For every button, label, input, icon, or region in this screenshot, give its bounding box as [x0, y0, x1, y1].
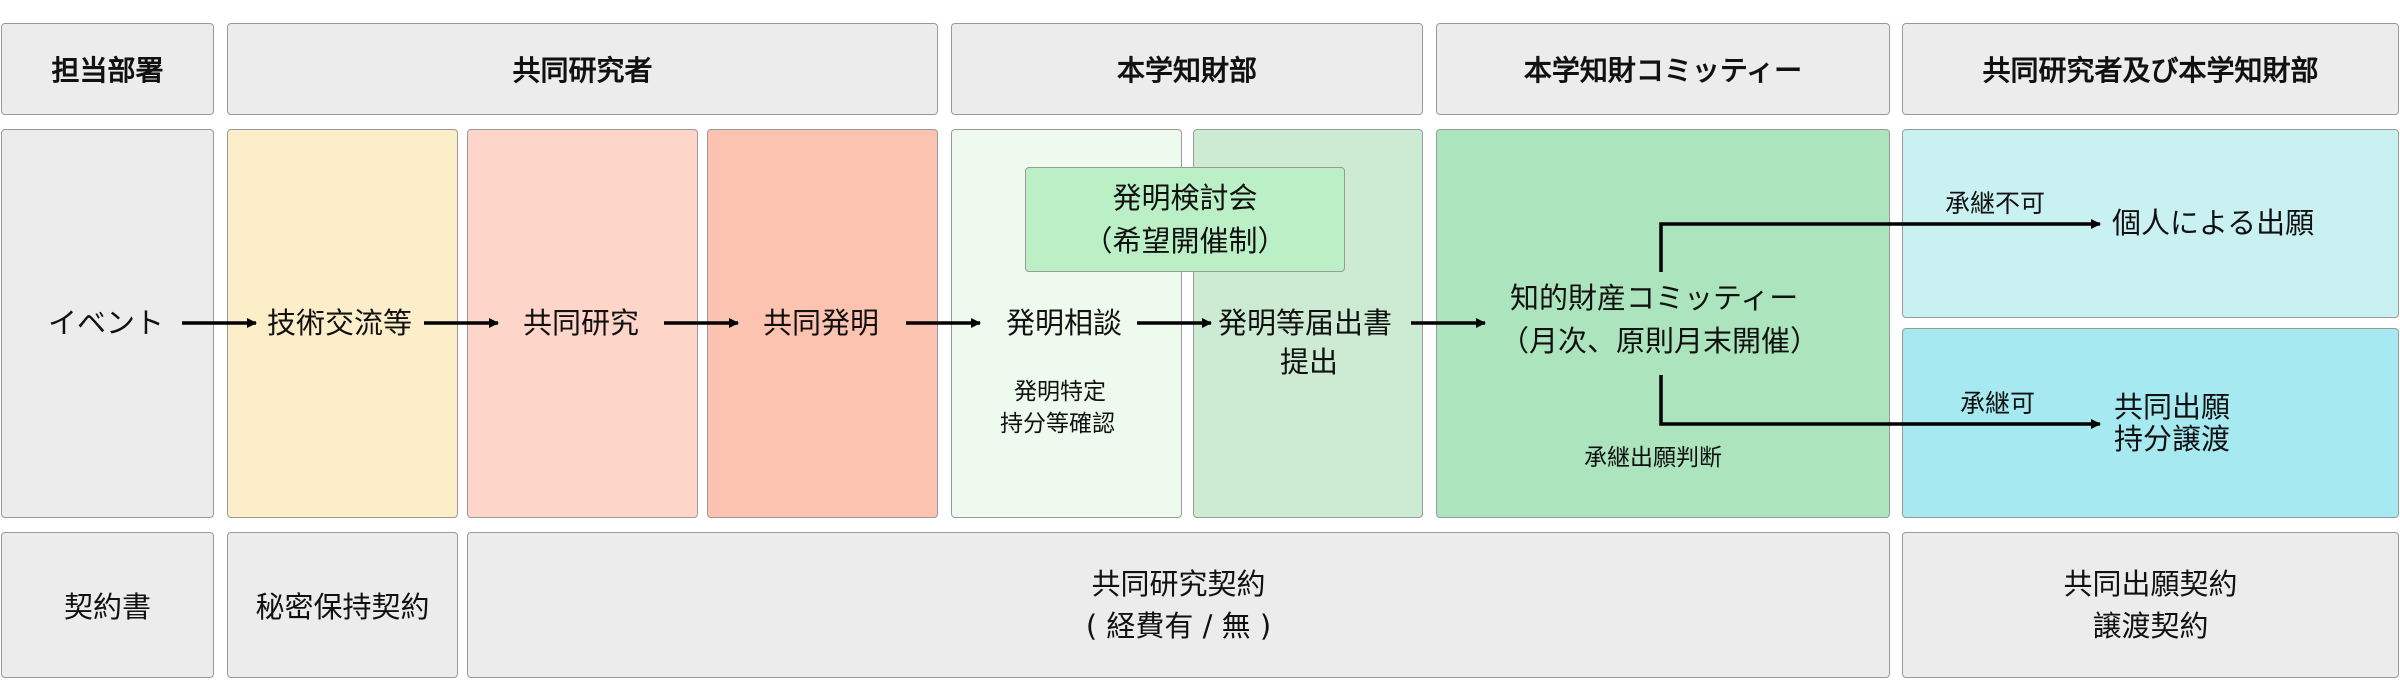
consultation-label: 発明相談: [1006, 306, 1123, 340]
joint-invention-cell: [707, 129, 938, 518]
not-approved-label: 承継不可: [1945, 189, 2046, 218]
consultation-note-2: 持分等確認: [1000, 411, 1115, 437]
header-ip-dept: 本学知財部: [951, 23, 1423, 115]
committee-label-1: 知的財産コミッティー: [1510, 281, 1799, 315]
filing-contract-label-2: 譲渡契約: [2092, 609, 2209, 643]
research-contract: 共同研究契約 ( 経費有 / 無 ): [467, 532, 1890, 678]
filing-contract-label-1: 共同出願契約: [2063, 566, 2238, 601]
header-dept: 担当部署: [1, 23, 214, 115]
tech-exchange-cell: [227, 129, 458, 518]
joint-research-cell: [467, 129, 698, 518]
joint-research-label: 共同研究: [523, 306, 640, 340]
arrow-committee-to-individual: [1659, 219, 2101, 272]
approved-label: 承継可: [1960, 389, 2036, 418]
report-label-1: 発明等届出書: [1218, 306, 1393, 340]
individual-filing-label: 個人による出願: [2112, 206, 2315, 240]
report-label-2: 提出: [1280, 345, 1339, 379]
committee-cell: [1436, 129, 1890, 518]
header-joint: 共同研究者及び本学知財部: [1902, 23, 2399, 115]
contract-row-label: 契約書: [1, 532, 214, 678]
research-contract-label-2: ( 経費有 / 無 ): [1085, 609, 1272, 643]
review-meeting-label-1: 発明検討会: [1112, 181, 1258, 216]
joint-filing-label-1: 共同出願: [2114, 390, 2231, 424]
event-row-label-cell: [1, 129, 214, 518]
event-row-label: イベント: [48, 306, 165, 340]
header-researcher: 共同研究者: [227, 23, 938, 115]
tech-exchange-label: 技術交流等: [267, 306, 413, 340]
committee-label-2: （月次、原則月末開催）: [1500, 324, 1820, 358]
review-meeting-box: 発明検討会 （希望開催制）: [1025, 167, 1345, 272]
committee-note: 承継出願判断: [1584, 445, 1722, 471]
filing-contract: 共同出願契約 譲渡契約: [1902, 532, 2399, 678]
research-contract-label-1: 共同研究契約: [1091, 566, 1266, 601]
not-approved-cell: [1902, 129, 2399, 318]
header-committee: 本学知財コミッティー: [1436, 23, 1890, 115]
joint-filing-label-2: 持分譲渡: [2114, 422, 2231, 456]
consultation-note-1: 発明特定: [1014, 379, 1106, 405]
arrow-committee-to-joint: [1659, 375, 2101, 429]
nda-contract: 秘密保持契約: [227, 532, 458, 678]
joint-invention-label: 共同発明: [763, 306, 880, 340]
review-meeting-label-2: （希望開催制）: [1083, 223, 1287, 258]
